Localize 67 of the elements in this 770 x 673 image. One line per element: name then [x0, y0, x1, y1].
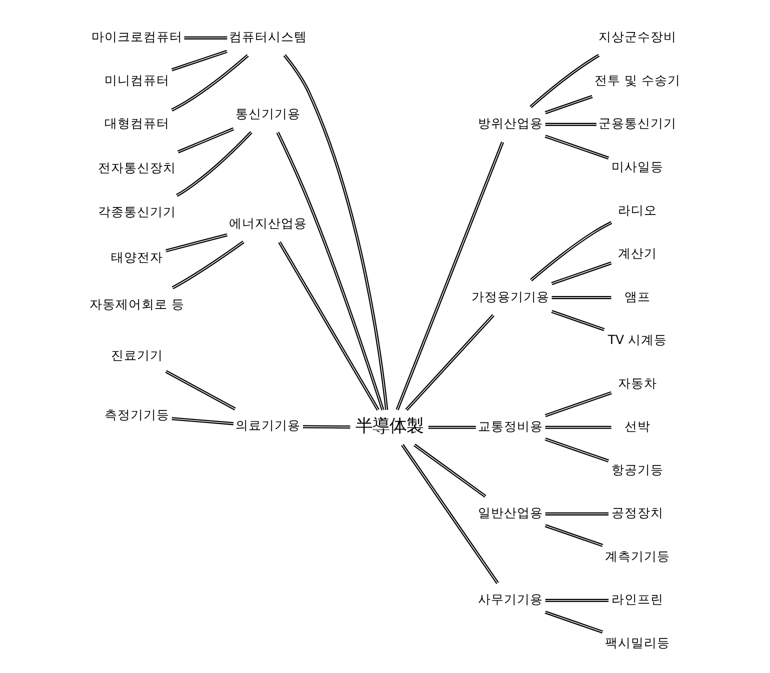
connector — [544, 524, 604, 547]
connector — [544, 610, 604, 634]
connector — [530, 221, 612, 282]
node-text: 측정기기등 — [104, 407, 170, 422]
connector — [530, 54, 600, 108]
node-text: 교통정비용 — [478, 418, 543, 434]
connector — [552, 296, 612, 300]
connector — [184, 36, 228, 40]
node-text: 라디오 — [618, 202, 657, 218]
node-text: 각종통신기기 — [98, 204, 176, 220]
node-text: 대형컴퓨터 — [104, 116, 170, 131]
connector — [278, 241, 380, 411]
connector — [165, 370, 236, 410]
connector — [544, 438, 610, 462]
connector — [428, 426, 476, 429]
node-text: 선박 — [624, 418, 650, 434]
node-text: 가정용기기용 — [471, 288, 550, 304]
connector — [545, 598, 609, 602]
connector — [172, 240, 244, 290]
connector — [401, 444, 499, 584]
connector — [172, 417, 234, 426]
node-text: 미니컴퓨터 — [104, 72, 170, 88]
connector — [302, 425, 350, 429]
connector — [544, 134, 610, 160]
node-text: TV 시계등 — [608, 332, 668, 348]
node-text: 사무기기용 — [478, 592, 543, 607]
connector — [544, 95, 593, 114]
node-text: 통신기기용 — [236, 106, 301, 122]
node-text: 군용통신기기 — [598, 116, 676, 131]
node-text: 태양전자 — [110, 249, 163, 264]
connector — [283, 54, 388, 410]
node-text: 팩시밀리등 — [604, 635, 670, 650]
node-text: 에너지산업용 — [229, 216, 308, 231]
node-text: 전투 및 수송기 — [594, 72, 680, 88]
node-text: 半導体製 — [355, 416, 424, 437]
node-text: 계산기 — [618, 246, 657, 261]
connector — [545, 426, 612, 429]
node-text: 자동차 — [618, 375, 657, 390]
connector — [414, 444, 486, 498]
node-text: 방위산업용 — [478, 116, 543, 131]
node-text: 컴퓨터시스템 — [229, 29, 308, 44]
connector — [276, 132, 384, 410]
node-text: 항공기등 — [611, 462, 664, 477]
connector — [171, 50, 228, 72]
node-text: 마이크로컴퓨터 — [91, 29, 182, 44]
node-text: 의료기기용 — [236, 418, 301, 433]
connector — [551, 310, 605, 332]
connector — [551, 262, 612, 286]
node-text: 전자통신장치 — [98, 160, 176, 175]
connector — [544, 391, 612, 418]
node-text: 진료기기 — [110, 347, 163, 362]
node-text: 앰프 — [624, 288, 650, 304]
connector — [396, 142, 504, 410]
connector — [176, 131, 252, 197]
node-text: 지상군수장비 — [598, 29, 676, 44]
node-text: 계측기기등 — [604, 548, 670, 564]
connector — [171, 54, 249, 112]
connector — [545, 122, 596, 126]
node-text: 일반산업용 — [478, 505, 543, 520]
node-text: 자동제어회로 등 — [89, 296, 184, 312]
connector — [405, 314, 494, 411]
node-text: 미사일등 — [611, 159, 664, 174]
node-text: 공정장치 — [611, 505, 664, 520]
node-text: 라인프린 — [611, 592, 664, 607]
connector — [545, 512, 609, 516]
connector — [177, 127, 234, 154]
connector — [166, 233, 228, 252]
